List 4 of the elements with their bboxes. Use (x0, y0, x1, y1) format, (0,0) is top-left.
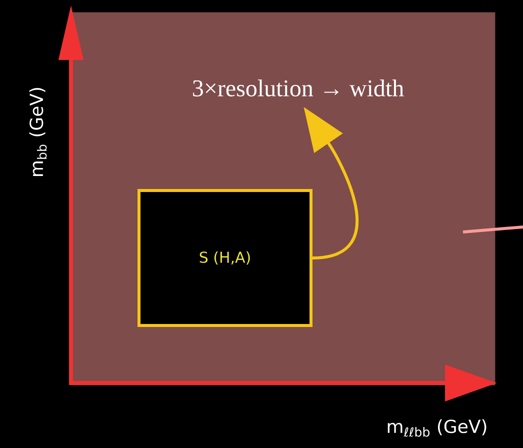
annotation-text: 3×resolution → width (193, 80, 404, 96)
signal-box: S (H,A) (138, 189, 312, 327)
axis-label: m$_{bb}$ (GeV) (29, 88, 47, 176)
axis-label: m$_{ℓℓbb}$ (GeV) (388, 419, 486, 437)
